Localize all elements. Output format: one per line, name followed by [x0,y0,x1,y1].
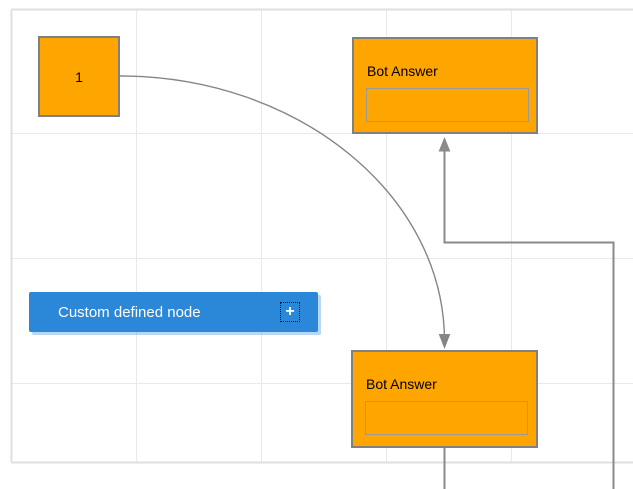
custom-node-label: Custom defined node [58,303,201,321]
bot-answer-top-title: Bot Answer [367,63,438,79]
arrowhead-up-icon [438,137,451,152]
arrowhead-down-icon [438,334,451,349]
custom-defined-node[interactable]: Custom defined node + [29,292,318,332]
bot-answer-node-bottom[interactable]: Bot Answer [351,350,538,448]
bot-answer-node-top[interactable]: Bot Answer [352,37,538,134]
start-node-label: 1 [75,68,83,85]
plus-icon: + [285,303,295,320]
bot-answer-top-field[interactable] [366,88,529,122]
start-node[interactable]: 1 [38,36,120,117]
bot-answer-bottom-field[interactable] [365,401,528,435]
connector-orthogonal[interactable] [438,137,615,489]
bot-answer-bottom-title: Bot Answer [366,376,437,392]
canvas-border [10,8,633,464]
add-port-button[interactable]: + [280,302,300,322]
connector-curved[interactable] [119,75,451,349]
